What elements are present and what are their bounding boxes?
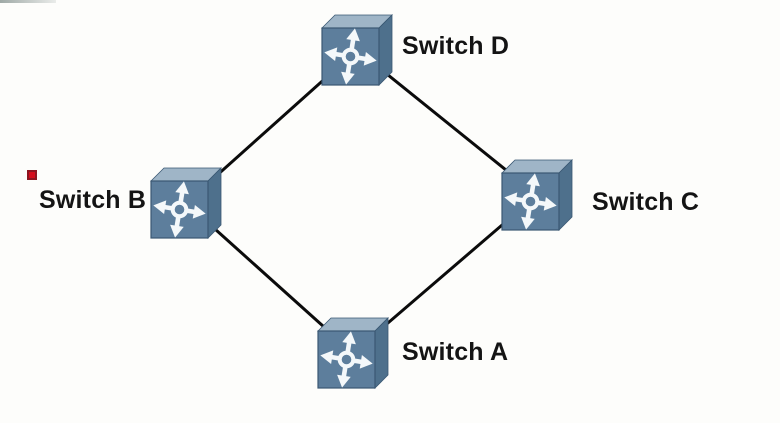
switch-B-icon — [150, 167, 222, 239]
node-label-switch-c: Switch C — [592, 188, 700, 216]
node-label-switch-a: Switch A — [402, 338, 509, 366]
switch-A-icon — [317, 317, 389, 389]
node-label-switch-b: Switch B — [39, 186, 147, 214]
switch-D-icon — [321, 14, 393, 86]
node-label-switch-d: Switch D — [402, 32, 510, 60]
red-square-marker — [27, 170, 37, 180]
switch-C-icon — [501, 159, 573, 231]
